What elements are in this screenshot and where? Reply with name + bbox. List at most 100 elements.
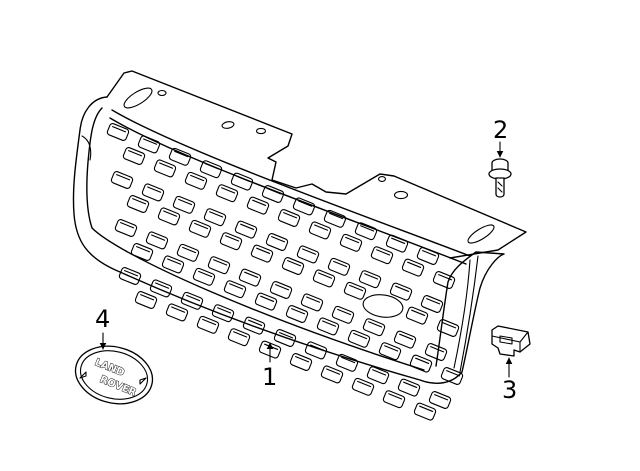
grille-slot-edge (384, 345, 399, 352)
callout-2: 2 (493, 116, 508, 144)
grille-slot-edge (182, 246, 197, 254)
grille-slot-edge (306, 296, 321, 303)
bracket-clip-part (491, 325, 531, 357)
grille-slot (327, 257, 351, 276)
grille-slot (413, 402, 437, 421)
grille-slot-edge (124, 270, 139, 277)
grille-slot (304, 341, 328, 360)
grille-slot (343, 281, 367, 300)
grille-slot (296, 245, 320, 264)
grille-slot (242, 316, 266, 335)
grille-slot (366, 366, 390, 385)
grille-slot (230, 172, 254, 191)
grille-slot (254, 292, 278, 311)
grille-slot (176, 243, 200, 262)
grille-slot (261, 185, 285, 203)
grille-slot-edge (283, 212, 298, 219)
grille-slot-edge (186, 294, 201, 302)
grille-slot-edge (267, 188, 282, 195)
grille-slot-edge (256, 247, 271, 254)
grille-slot (289, 353, 313, 371)
grille-slot-edge (221, 187, 236, 194)
grille-slot (385, 234, 409, 253)
grille-slot-edge (116, 174, 131, 181)
grille-slot-edge (310, 344, 325, 351)
grille-slot (320, 365, 344, 384)
grille-slot-edge (136, 246, 151, 253)
grille-slot (196, 315, 220, 334)
grille-slot (188, 219, 212, 238)
callout-4: 4 (95, 305, 110, 333)
grille-slot (126, 195, 150, 213)
grille-slot (153, 159, 177, 178)
grille-slot (281, 257, 305, 275)
grille-slot-edge (143, 138, 158, 145)
grille-slot (134, 291, 158, 309)
grille-slot-edge (376, 249, 391, 256)
grille-slot (300, 293, 324, 312)
grille-slot (335, 353, 359, 372)
grille-slot (393, 330, 417, 349)
grille-slot-edge (341, 356, 356, 364)
grille-slot-edge (190, 174, 205, 182)
grille-slot-edge (302, 248, 317, 255)
grille-slot-edge (163, 210, 178, 217)
grille-slot-edge (132, 198, 147, 205)
grille-slot-edge (205, 163, 220, 170)
grille-slot (323, 209, 347, 228)
grille-slot-edge (291, 308, 306, 315)
push-clip-part (488, 158, 512, 198)
grille-slot (192, 267, 216, 286)
grille-slot (440, 367, 464, 385)
grille-slot-edge (248, 319, 263, 326)
grille-slot-edge (287, 260, 302, 267)
grille-slot (351, 377, 375, 396)
emblem-badge-part: LAND ROVER (74, 345, 154, 405)
grille-slot (141, 183, 165, 202)
grille-slot (358, 270, 382, 289)
grille-slot (250, 244, 274, 263)
grille-slot-edge (217, 307, 232, 314)
grille-slot-edge (442, 322, 457, 329)
grille-slot-edge (151, 234, 166, 241)
grille-slot (265, 233, 289, 251)
grille-slot (234, 220, 258, 239)
grille-slot (370, 246, 394, 265)
grille-slot-edge (314, 224, 329, 231)
grille-slot-edge (178, 198, 193, 206)
grille-slot (269, 281, 293, 299)
grille-slot-edge (279, 332, 294, 339)
grille-slot (165, 303, 189, 322)
grille-slot-edge (446, 370, 461, 377)
grille-slot-edge (202, 318, 217, 326)
grille-slot-edge (244, 271, 259, 278)
grille-slot (114, 219, 138, 237)
grille-slot-edge (415, 357, 430, 364)
grille-slot-edge (360, 225, 375, 232)
grille-slot-edge (419, 405, 434, 412)
grille-slot (223, 280, 247, 299)
grille-slot-edge (260, 295, 275, 302)
grille-slot (436, 319, 460, 337)
grille-slot-edge (388, 393, 403, 400)
grille-slot-edge (364, 273, 379, 280)
grille-slot-edge (140, 294, 155, 301)
grille-slot (122, 147, 146, 165)
grille-slot-edge (422, 250, 437, 257)
grille-slot-edge (236, 175, 251, 182)
grille-slot (180, 291, 204, 310)
grille-slot (424, 343, 448, 361)
grille-slot-edge (326, 368, 341, 375)
grille-slot-edge (112, 126, 127, 133)
grille-slot-edge (128, 150, 143, 157)
grille-slot-edge (345, 236, 360, 244)
grille-slot (207, 256, 231, 275)
grille-slot (428, 391, 452, 409)
grille-slot-edge (434, 394, 449, 401)
grille-slot-edge (322, 320, 337, 327)
grille-slot (130, 243, 154, 261)
grille-slot-edge (372, 369, 387, 376)
callout-1: 1 (262, 363, 277, 391)
grille-slot (227, 328, 251, 347)
